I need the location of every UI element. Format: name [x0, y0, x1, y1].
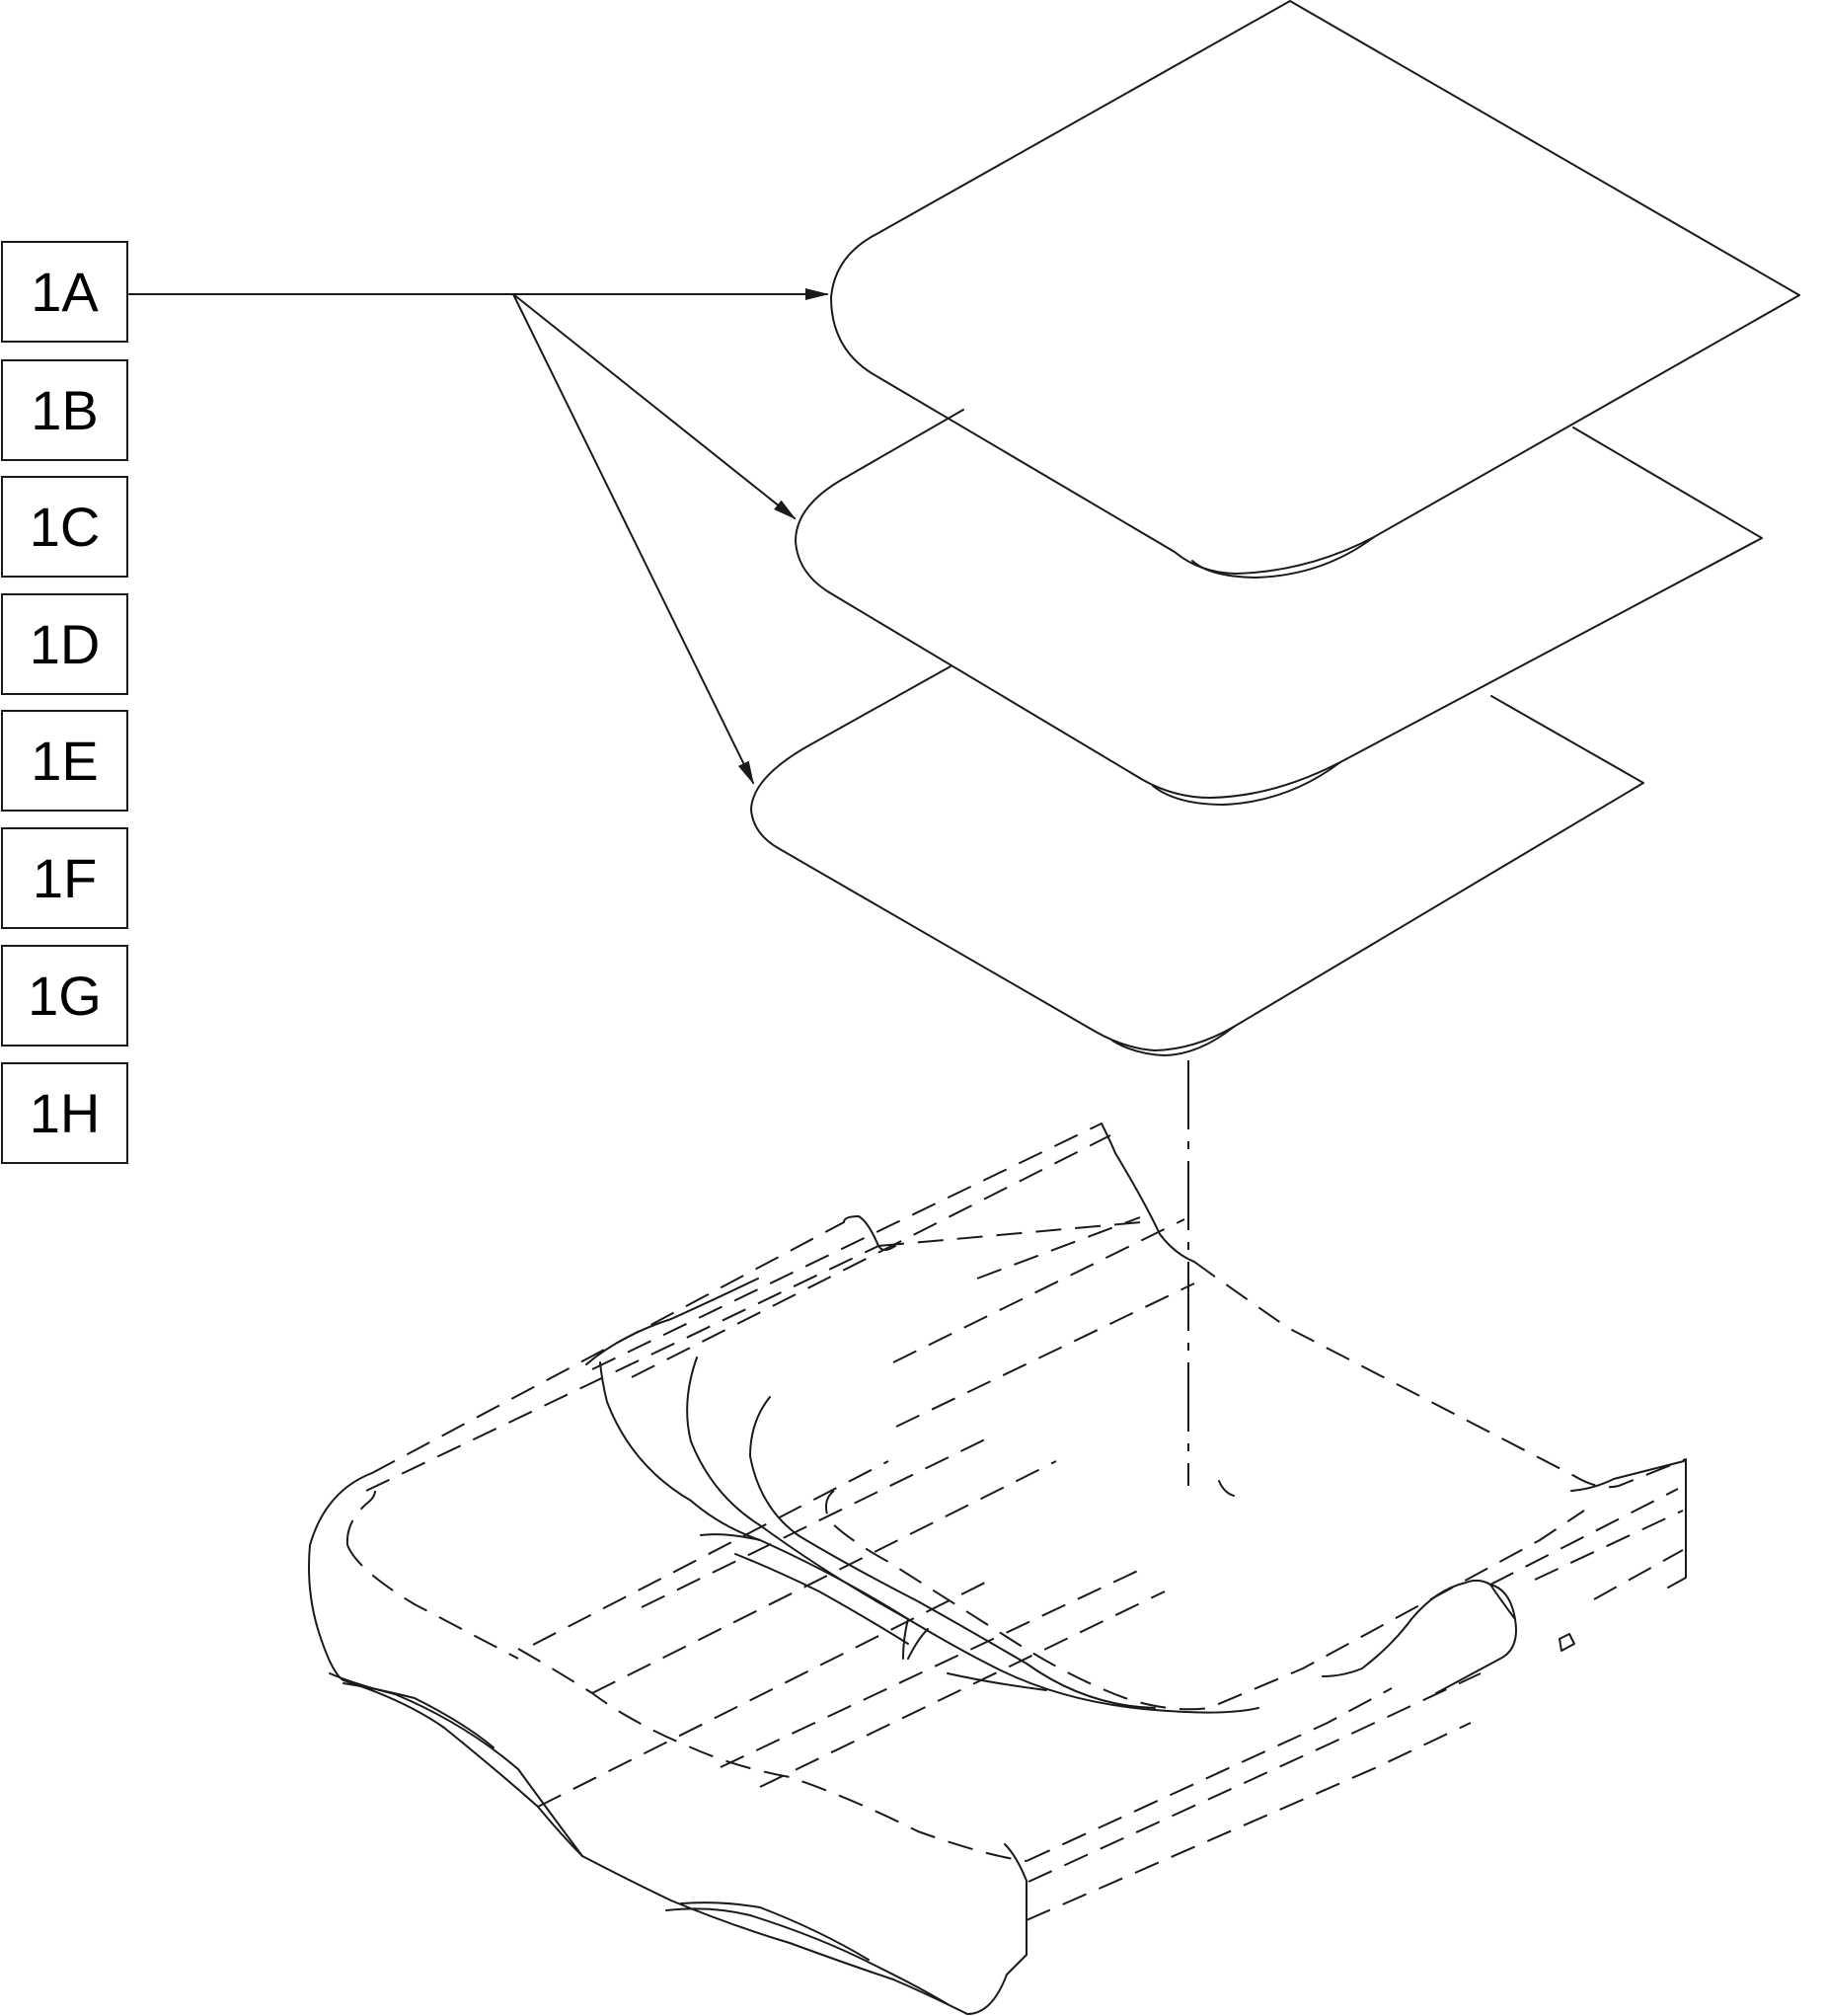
- base-cushion: [308, 1123, 1687, 2015]
- leader-arrow-middle-pad: [512, 293, 797, 520]
- part-label-1c: 1C: [1, 476, 128, 578]
- part-label-1a: 1A: [1, 241, 128, 343]
- middle-pad: [795, 409, 1763, 806]
- bottom-pad: [750, 665, 1644, 1056]
- part-label-1d: 1D: [1, 593, 128, 695]
- part-label-1f: 1F: [1, 827, 128, 929]
- leader-arrow-bottom-pad: [512, 293, 754, 785]
- leader-lines: [128, 288, 829, 785]
- part-label-1e: 1E: [1, 710, 128, 812]
- top-pad: [830, 0, 1800, 579]
- part-label-1g: 1G: [1, 945, 128, 1047]
- part-label-1b: 1B: [1, 359, 128, 461]
- part-label-1h: 1H: [1, 1062, 128, 1164]
